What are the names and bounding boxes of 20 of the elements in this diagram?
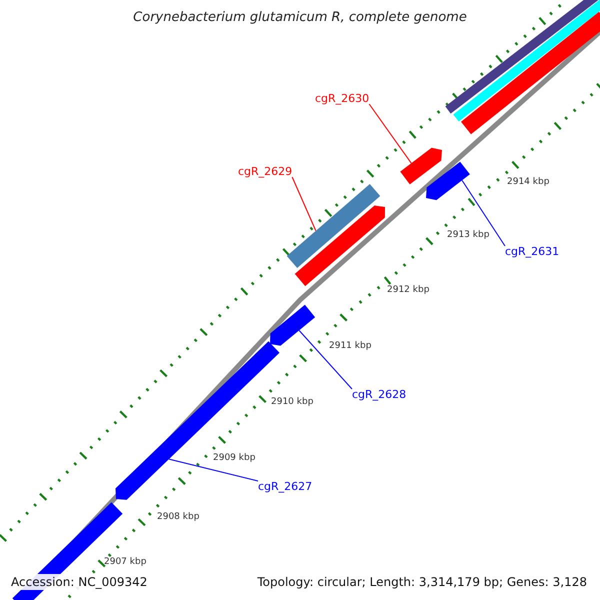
gene-label: cgR_2631 [505, 246, 560, 257]
gene-label: cgR_2627 [258, 481, 312, 492]
leader-line [292, 176, 316, 232]
scale-label: 2913 kbp [447, 231, 490, 240]
scale-label: 2907 kbp [104, 558, 146, 567]
feature-bar [286, 184, 380, 268]
leader-line [368, 104, 412, 164]
title: Corynebacterium glutamicum R, complete genome [132, 11, 468, 24]
gene-label: cgR_2628 [352, 389, 406, 400]
scale-label: 2914 kbp [507, 178, 550, 187]
gene-feature-block [400, 148, 442, 184]
gene-label: cgR_2630 [315, 93, 370, 104]
leader-line [298, 330, 352, 390]
gene-feature-block [426, 162, 470, 200]
leader-line [462, 180, 506, 246]
scale-label: 2910 kbp [271, 398, 314, 407]
gene-label: cgR_2629 [238, 166, 292, 177]
leader-line [168, 458, 258, 482]
scale-label: 2909 kbp [213, 454, 256, 463]
gene-feature-block [270, 304, 316, 346]
